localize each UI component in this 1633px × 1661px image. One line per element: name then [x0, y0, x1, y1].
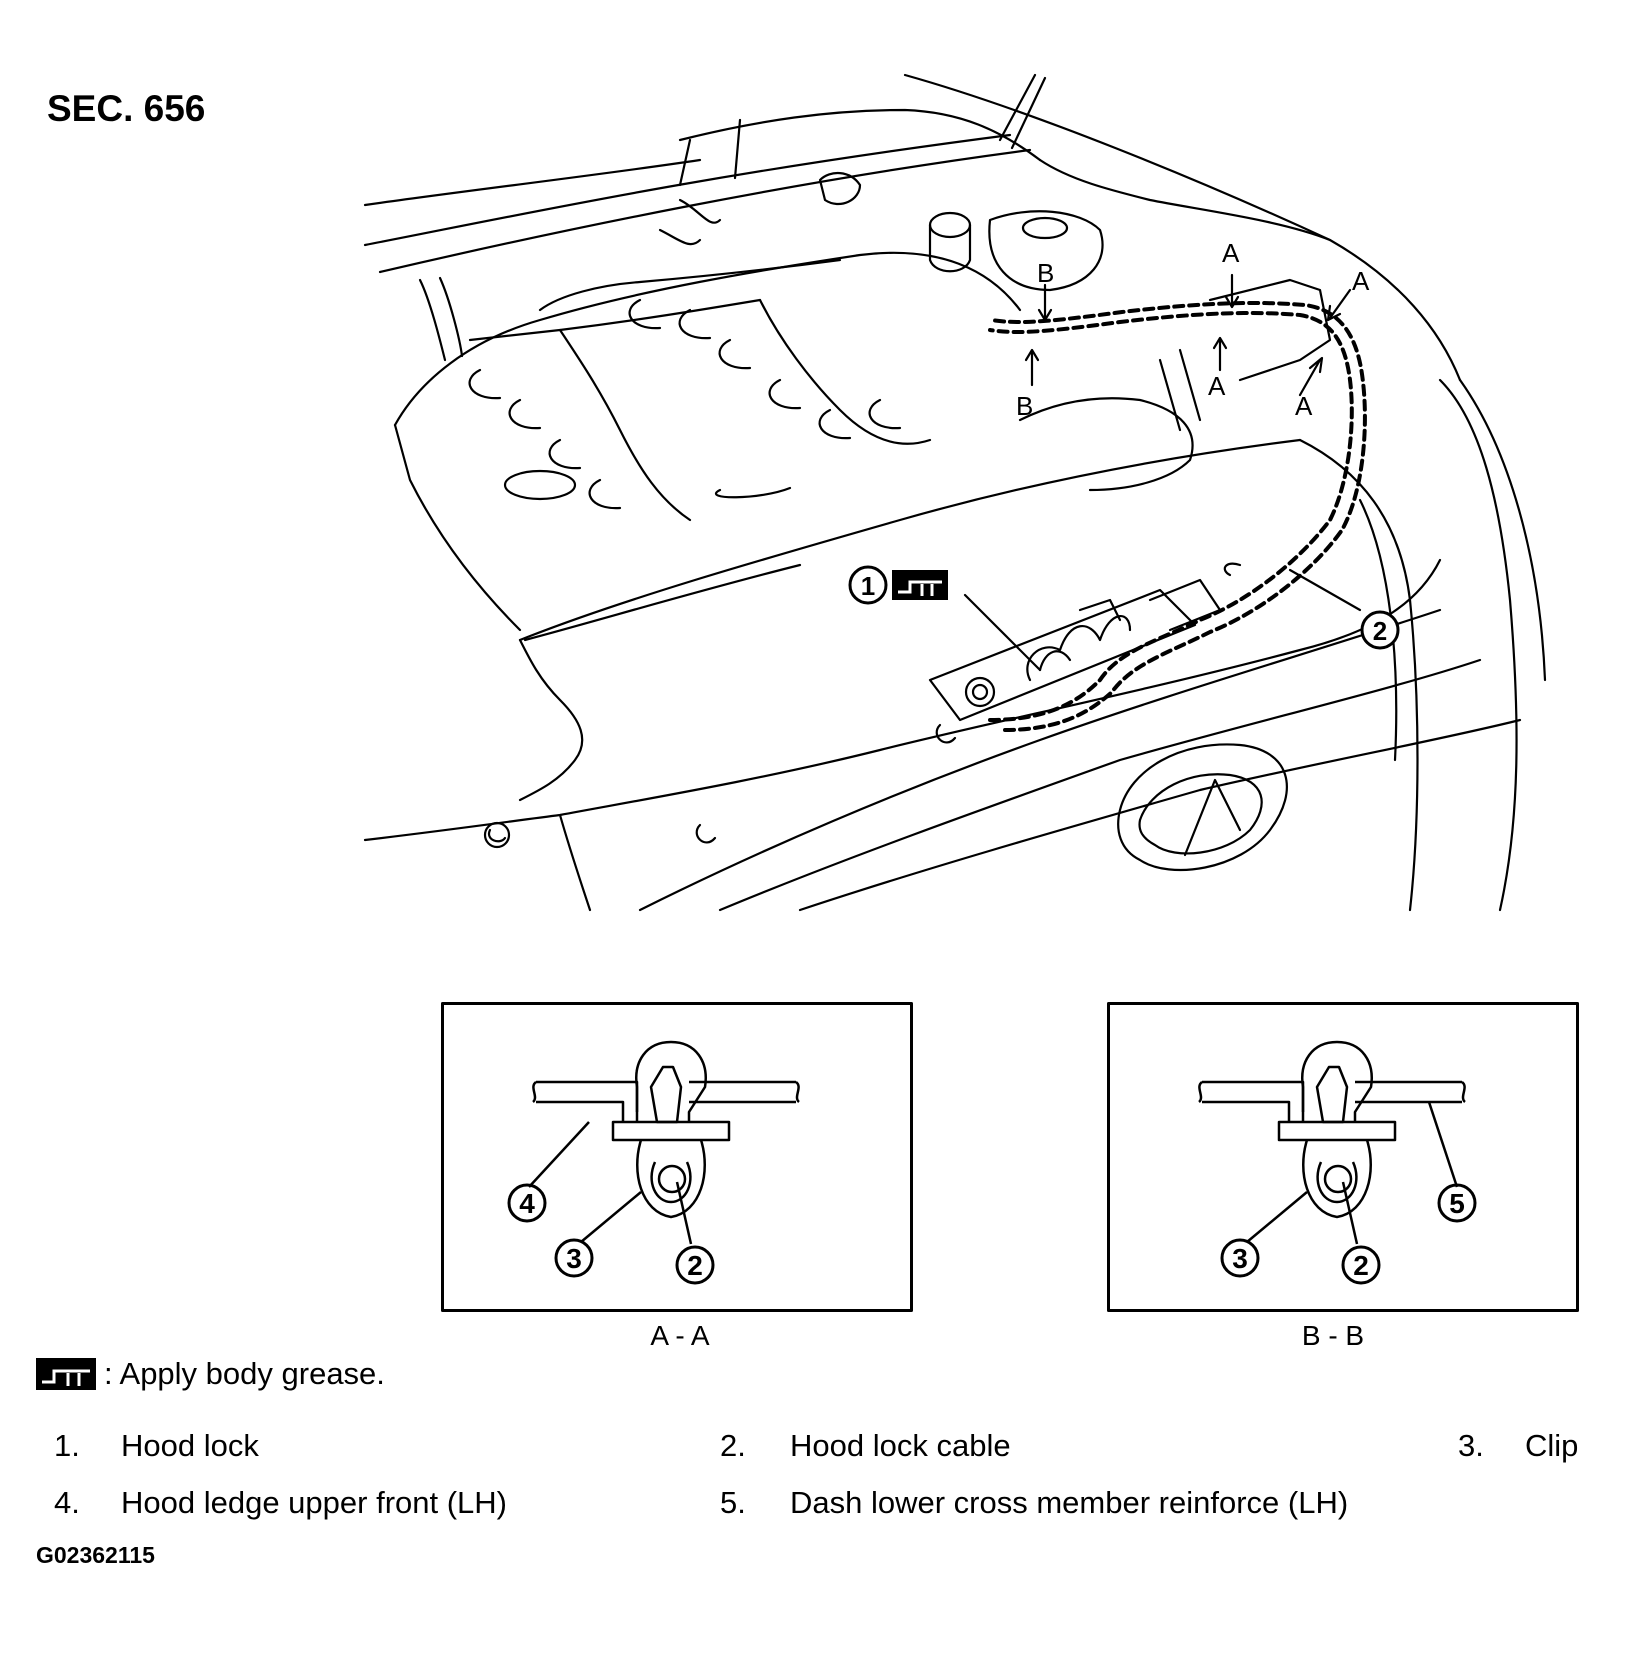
- hood-lock-shape: [928, 578, 1222, 722]
- front-bumper: [1298, 438, 1419, 912]
- section-title: SEC. 656: [47, 88, 206, 129]
- callout-number-2: 2: [1373, 616, 1387, 646]
- detail-b-callout-3: 3: [1232, 1243, 1248, 1274]
- detail-view-a-a: 4 3 2: [441, 1002, 913, 1312]
- legend-label-3: Clip: [1525, 1428, 1579, 1463]
- legend-label-2: Hood lock cable: [790, 1428, 1011, 1463]
- legend-num-3: 3.: [1458, 1428, 1484, 1463]
- grease-note: : Apply body grease.: [36, 1356, 385, 1392]
- detail-b-callout-2: 2: [1353, 1250, 1369, 1281]
- core-support: [518, 438, 1302, 642]
- legend-num-2: 2.: [720, 1428, 746, 1463]
- engine-cover: [393, 251, 1022, 427]
- detail-a-caption: A - A: [650, 1320, 710, 1351]
- grease-icon: [892, 570, 948, 600]
- legend-label-5: Dash lower cross member reinforce (LH): [790, 1485, 1349, 1520]
- fender-outline: [903, 73, 1462, 382]
- grease-symbol-icon: [36, 1358, 96, 1390]
- callout-a-2: A: [1352, 266, 1370, 296]
- detail-a-callout-4: 4: [519, 1188, 535, 1219]
- callout-b-1: B: [1037, 258, 1054, 288]
- legend-num-4: 4.: [54, 1485, 80, 1520]
- strut-tower: [988, 210, 1104, 292]
- hood-stay-rod: [998, 73, 1047, 150]
- detail-b-caption: B - B: [1301, 1320, 1365, 1351]
- callouts-overlay: A A A A B B 1 2: [848, 238, 1400, 650]
- legend-label-1: Hood lock: [121, 1428, 259, 1463]
- legend-num-1: 1.: [54, 1428, 80, 1463]
- section-arrows: [1024, 273, 1352, 397]
- infiniti-emblem: [1117, 743, 1288, 872]
- callout-b-2: B: [1016, 391, 1033, 421]
- callout-a-3: A: [1208, 371, 1226, 401]
- callout-number-1: 1: [861, 571, 875, 601]
- detail-a-callout-3: 3: [566, 1243, 582, 1274]
- callout-a-4: A: [1295, 391, 1313, 421]
- legend-label-4: Hood ledge upper front (LH): [121, 1485, 508, 1520]
- engine-bay-illustration: [363, 73, 1547, 912]
- callout-a-1: A: [1222, 238, 1240, 268]
- detail-a-callout-2: 2: [687, 1250, 703, 1281]
- legend-num-5: 5.: [720, 1485, 746, 1520]
- detail-b-callout-5: 5: [1449, 1188, 1465, 1219]
- grease-note-text: : Apply body grease.: [104, 1356, 385, 1391]
- image-code: G02362115: [36, 1542, 155, 1568]
- detail-view-b-b: 5 3 2: [1107, 1002, 1579, 1312]
- hood-lock-cable: [988, 300, 1367, 732]
